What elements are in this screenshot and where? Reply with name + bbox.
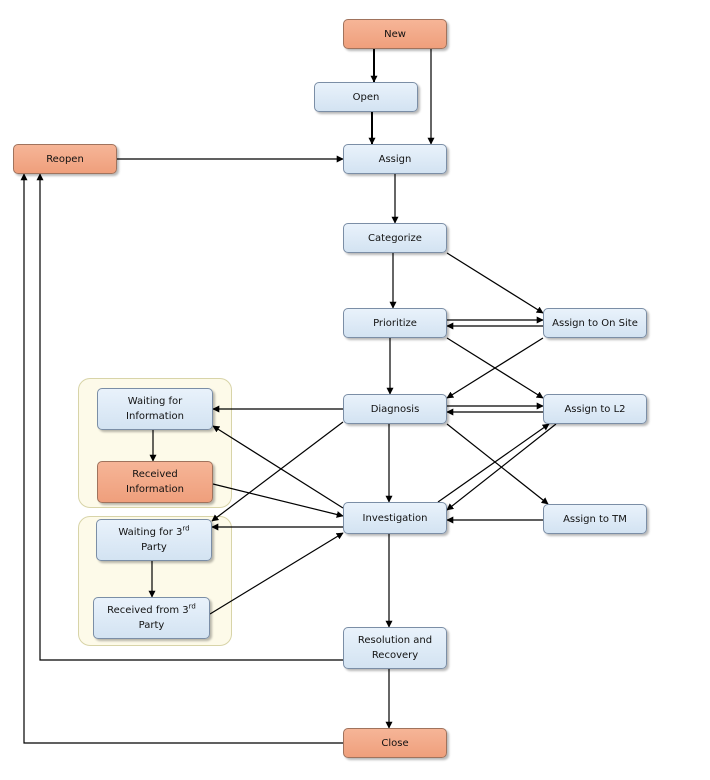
node-waiting-3rd-party-line1-sup: rd xyxy=(182,524,190,533)
node-close[interactable]: Close xyxy=(343,728,447,758)
node-assign-on-site[interactable]: Assign to On Site xyxy=(543,308,647,338)
node-received-3rd-party-line1: Received from 3rd xyxy=(107,603,196,618)
node-assign-tm[interactable]: Assign to TM xyxy=(543,504,647,534)
node-waiting-information-line2: Information xyxy=(126,411,184,422)
node-waiting-3rd-party-line1: Waiting for 3rd xyxy=(118,525,189,540)
edge-categorize-to-assign-on-site xyxy=(446,252,544,314)
node-waiting-3rd-party-line1-text: Waiting for 3 xyxy=(118,527,183,538)
node-waiting-3rd-party-line2: Party xyxy=(141,542,167,553)
node-received-information-line1: Received xyxy=(132,469,178,480)
node-investigation[interactable]: Investigation xyxy=(343,502,447,534)
edge-assign-on-site-to-diagnosis xyxy=(446,337,544,399)
node-assign-on-site-label: Assign to On Site xyxy=(552,317,638,329)
node-resolution-recovery[interactable]: Resolution and Recovery xyxy=(343,627,447,669)
node-close-label: Close xyxy=(381,737,409,749)
edge-diagnosis-to-waiting-3rd xyxy=(211,421,344,522)
node-categorize[interactable]: Categorize xyxy=(343,223,447,253)
node-new-label: New xyxy=(384,28,406,40)
node-reopen[interactable]: Reopen xyxy=(13,144,117,174)
node-received-3rd-party-line1-text: Received from 3 xyxy=(107,605,189,616)
node-assign[interactable]: Assign xyxy=(343,144,447,174)
node-categorize-label: Categorize xyxy=(368,232,422,244)
node-resolution-recovery-line2: Recovery xyxy=(371,650,419,661)
node-received-3rd-party[interactable]: Received from 3rd Party xyxy=(93,597,210,639)
node-assign-l2-label: Assign to L2 xyxy=(564,403,626,415)
edge-received-info-to-investigation xyxy=(212,483,344,518)
node-received-3rd-party-line2: Party xyxy=(138,620,165,631)
edge-investigation-to-assign-l2 xyxy=(437,423,550,503)
node-waiting-information[interactable]: Waiting for Information xyxy=(97,388,213,430)
edge-received-3rd-to-investigation xyxy=(209,532,344,615)
node-reopen-label: Reopen xyxy=(46,153,84,165)
edge-assign-l2-to-investigation xyxy=(446,423,557,511)
node-resolution-recovery-line1: Resolution and xyxy=(357,635,433,646)
edge-diagnosis-to-assign-tm xyxy=(446,423,549,505)
edge-close-to-reopen xyxy=(20,173,343,744)
node-prioritize-label: Prioritize xyxy=(373,317,417,329)
edge-resolution-to-reopen xyxy=(36,173,343,661)
node-assign-tm-label: Assign to TM xyxy=(563,513,627,525)
node-waiting-3rd-party[interactable]: Waiting for 3rd Party xyxy=(96,519,212,561)
node-received-information[interactable]: Received Information xyxy=(97,461,213,503)
node-received-3rd-party-line1-sup: rd xyxy=(188,602,196,611)
node-waiting-information-line1: Waiting for xyxy=(127,396,183,407)
node-new[interactable]: New xyxy=(343,19,447,49)
node-assign-label: Assign xyxy=(378,153,412,165)
node-diagnosis[interactable]: Diagnosis xyxy=(343,394,447,424)
node-received-information-line2: Information xyxy=(126,484,184,495)
edge-investigation-to-waiting-info xyxy=(212,425,344,509)
node-prioritize[interactable]: Prioritize xyxy=(343,308,447,338)
node-assign-l2[interactable]: Assign to L2 xyxy=(543,394,647,424)
node-diagnosis-label: Diagnosis xyxy=(370,403,420,415)
node-investigation-label: Investigation xyxy=(362,512,428,524)
node-open[interactable]: Open xyxy=(314,82,418,112)
node-open-label: Open xyxy=(352,91,380,103)
